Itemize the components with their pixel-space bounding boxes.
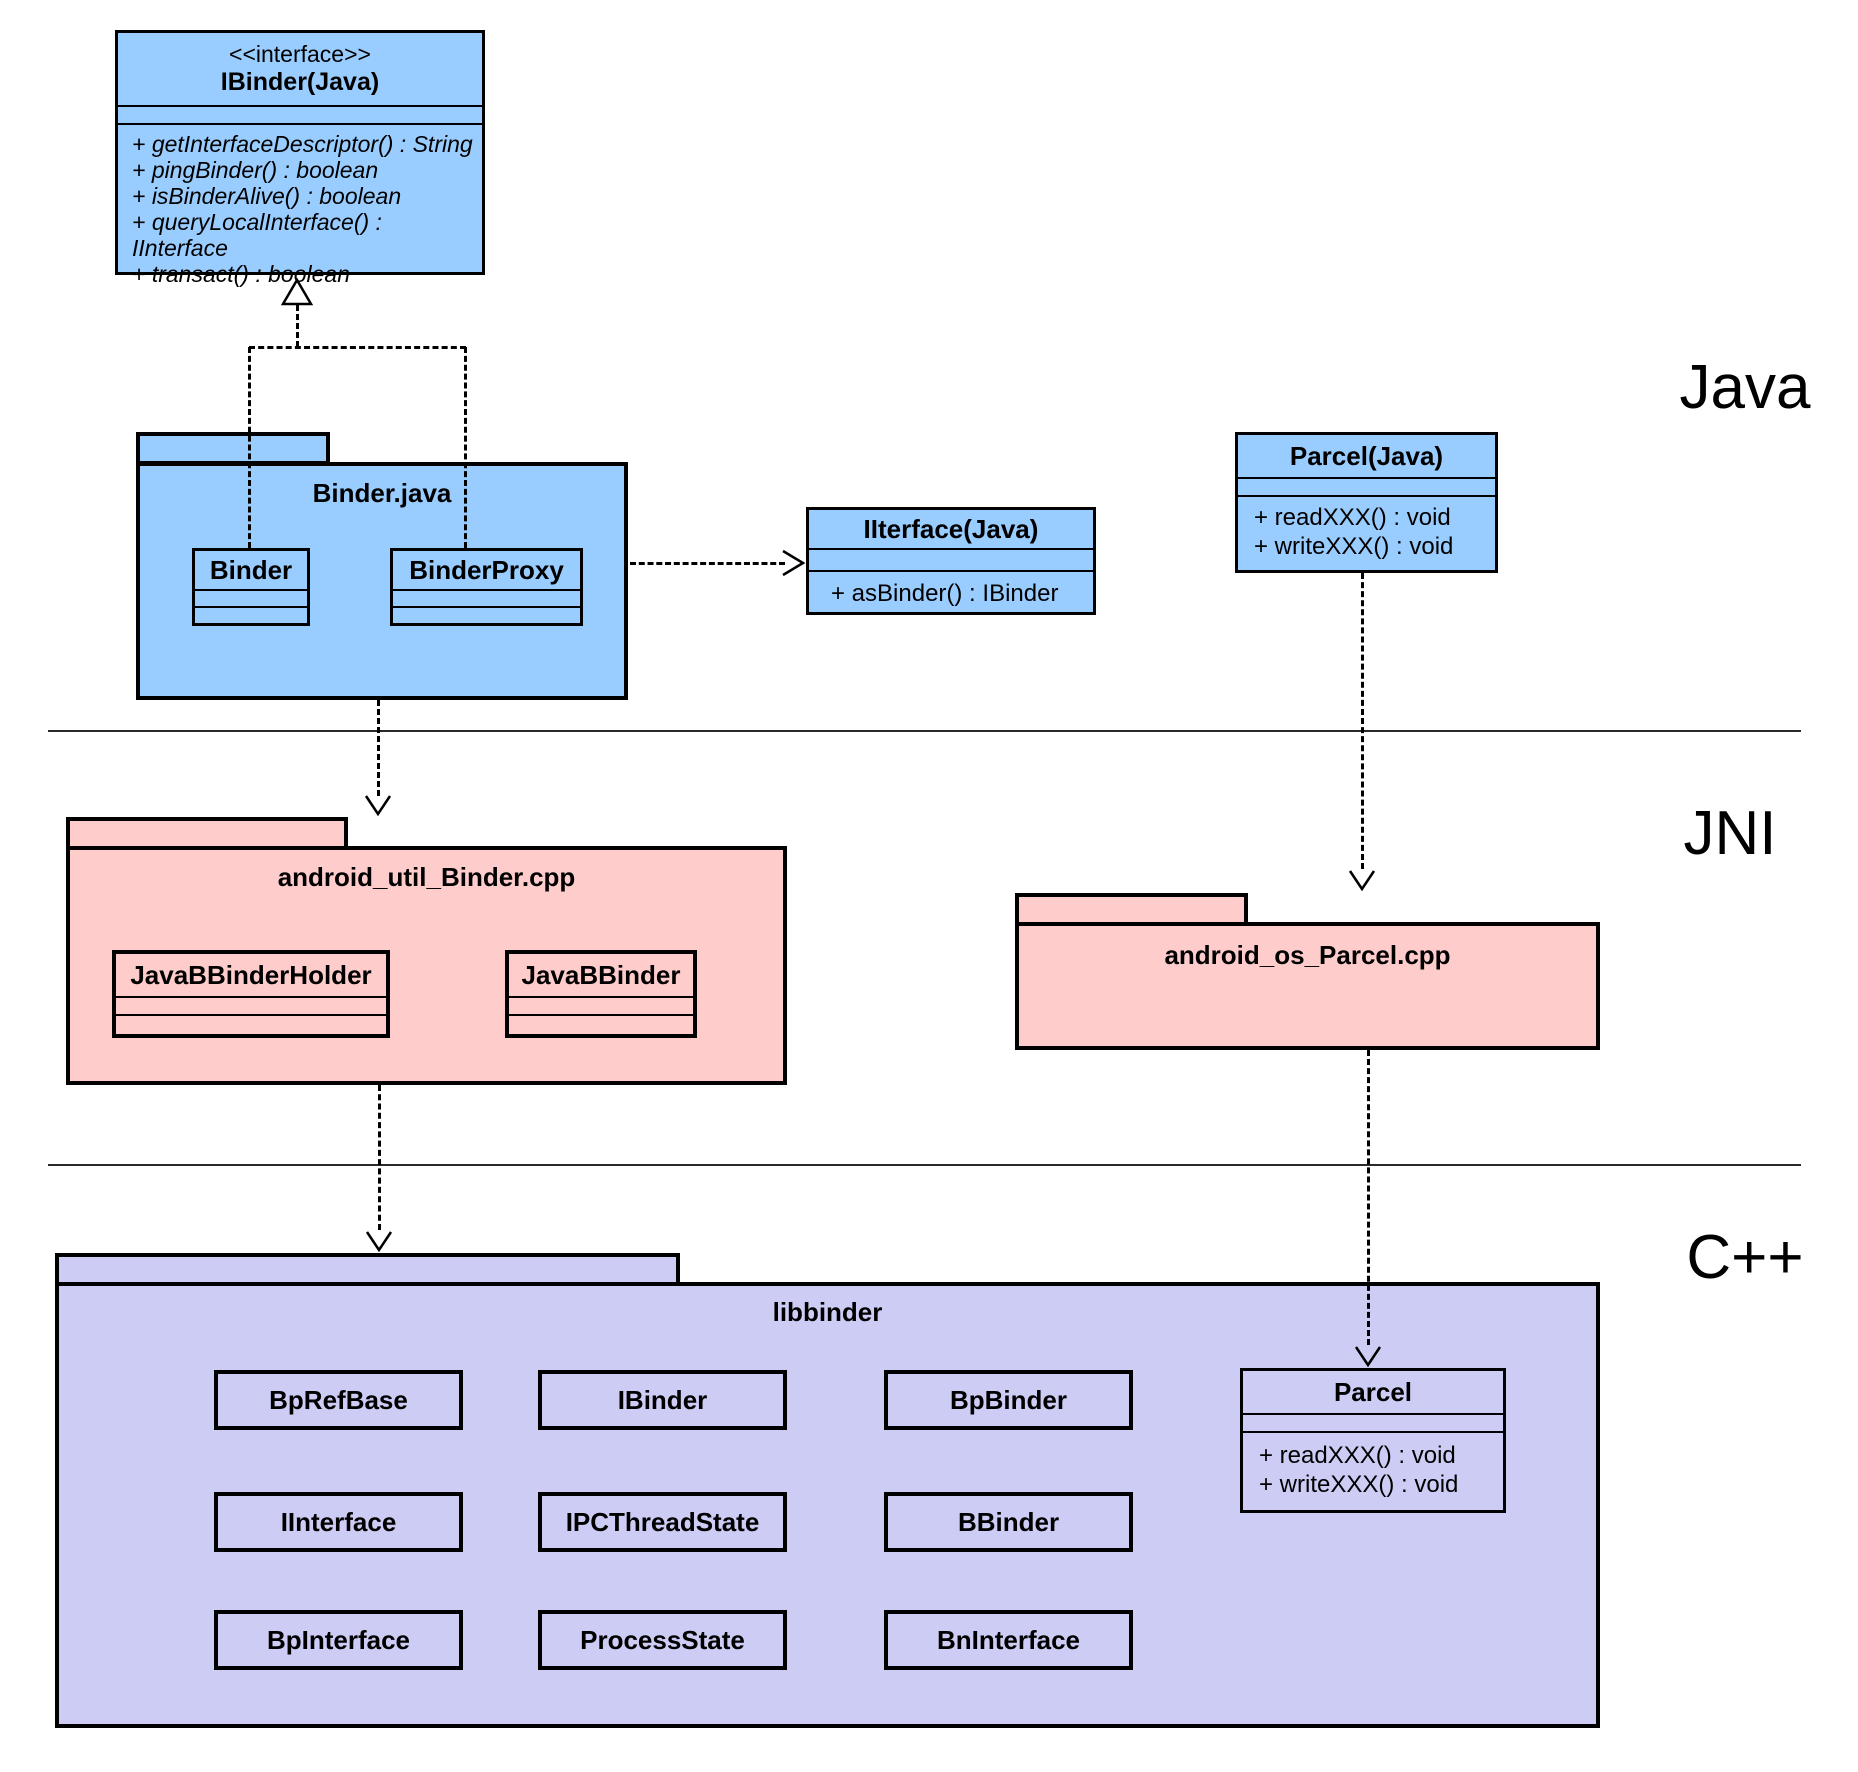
- iiterface-java-class: IIterface(Java) + asBinder() : IBinder: [806, 507, 1096, 615]
- ibinder-fields-compartment: [118, 105, 482, 125]
- class-name: BinderProxy: [409, 554, 564, 585]
- class-name: JavaBBinder: [521, 959, 681, 990]
- realization-line: [248, 347, 251, 548]
- realization-line: [249, 346, 466, 349]
- fields-compartment: [393, 589, 580, 606]
- method-item: + isBinderAlive() : boolean: [132, 183, 402, 209]
- android-util-binder-package-tab: [66, 817, 348, 850]
- dependency-line: [630, 562, 785, 565]
- ibinder-cpp-class: IBinder: [538, 1370, 787, 1430]
- bpbinder-class: BpBinder: [884, 1370, 1133, 1430]
- fields-compartment: [195, 589, 307, 606]
- dependency-arrowhead-down-icon: [1354, 1346, 1382, 1368]
- dependency-arrowhead-down-icon: [365, 1231, 393, 1253]
- method-item: + writeXXX() : void: [1259, 1471, 1459, 1498]
- java-jni-separator: [48, 730, 1801, 732]
- ibinder-java-interface-class: <<interface>> IBinder(Java) + getInterfa…: [115, 30, 485, 287]
- methods-compartment: + readXXX() : void + writeXXX() : void: [1243, 1433, 1503, 1499]
- javabbinderholder-class: JavaBBinderHolder: [112, 950, 390, 1038]
- binder-java-package-tab: [136, 432, 330, 465]
- class-name: IIterface(Java): [863, 513, 1039, 544]
- fields-compartment: [116, 996, 386, 1014]
- method-item: + transact() : boolean: [132, 261, 350, 287]
- fields-compartment: [809, 548, 1093, 572]
- method-item: + readXXX() : void: [1259, 1442, 1456, 1469]
- class-name: Parcel(Java): [1289, 440, 1444, 471]
- dependency-arrowhead-down-icon: [364, 795, 392, 817]
- dependency-line: [377, 700, 380, 796]
- binder-class: Binder: [192, 548, 310, 626]
- methods-compartment: [195, 606, 307, 623]
- methods-compartment: [393, 606, 580, 623]
- parcel-java-class: Parcel(Java) + readXXX() : void + writeX…: [1235, 432, 1498, 573]
- class-name: JavaBBinderHolder: [130, 959, 372, 990]
- processstate-class: ProcessState: [538, 1610, 787, 1670]
- package-title: Binder.java: [312, 478, 452, 508]
- methods-compartment: [509, 1014, 693, 1034]
- javabbinder-class: JavaBBinder: [505, 950, 697, 1038]
- method-item: + writeXXX() : void: [1254, 533, 1454, 560]
- dependency-arrowhead-down-icon: [1348, 870, 1376, 892]
- package-title: android_os_Parcel.cpp: [1164, 940, 1451, 970]
- dependency-line: [1361, 573, 1364, 869]
- class-name: Binder: [209, 554, 293, 585]
- jni-cpp-separator: [48, 1164, 1801, 1166]
- java-layer-label: Java: [1679, 353, 1811, 422]
- methods-compartment: + readXXX() : void + writeXXX() : void: [1238, 497, 1495, 561]
- interface-stereotype: <<interface>>: [229, 41, 371, 67]
- dependency-arrowhead-right-icon: [782, 549, 806, 577]
- iinterface-class: IInterface: [214, 1492, 463, 1552]
- bprefbase-class: BpRefBase: [214, 1370, 463, 1430]
- dependency-line: [1367, 1050, 1370, 1345]
- ibinder-title-compartment: <<interface>> IBinder(Java): [118, 33, 482, 97]
- realization-line: [464, 347, 467, 548]
- method-item: + getInterfaceDescriptor() : String: [132, 131, 473, 157]
- realization-triangle-icon: [280, 277, 314, 306]
- bninterface-class: BnInterface: [884, 1610, 1133, 1670]
- jni-layer-label: JNI: [1683, 799, 1777, 868]
- ibinder-methods-compartment: + getInterfaceDescriptor() : String + pi…: [118, 125, 482, 287]
- methods-compartment: [116, 1014, 386, 1034]
- fields-compartment: [1243, 1413, 1503, 1433]
- realization-line: [296, 305, 299, 347]
- ibinder-class-name: IBinder(Java): [220, 68, 380, 96]
- fields-compartment: [1238, 477, 1495, 497]
- cpp-layer-label: C++: [1686, 1223, 1804, 1292]
- method-item: + asBinder() : IBinder: [831, 580, 1059, 607]
- fields-compartment: [509, 996, 693, 1014]
- bpinterface-class: BpInterface: [214, 1610, 463, 1670]
- method-item: + queryLocalInterface() : IInterface: [132, 209, 382, 261]
- package-title: android_util_Binder.cpp: [277, 862, 576, 892]
- method-item: + readXXX() : void: [1254, 504, 1451, 531]
- android-os-parcel-package-tab: [1015, 893, 1248, 926]
- class-name: Parcel: [1333, 1376, 1413, 1407]
- method-item: + pingBinder() : boolean: [132, 157, 379, 183]
- binderproxy-class: BinderProxy: [390, 548, 583, 626]
- libbinder-package-tab: [55, 1253, 680, 1286]
- dependency-line: [378, 1085, 381, 1230]
- ipcthreadstate-class: IPCThreadState: [538, 1492, 787, 1552]
- bbinder-class: BBinder: [884, 1492, 1133, 1552]
- android-os-parcel-package: android_os_Parcel.cpp: [1015, 922, 1600, 1050]
- package-title: libbinder: [772, 1297, 883, 1327]
- parcel-cpp-class: Parcel + readXXX() : void + writeXXX() :…: [1240, 1368, 1506, 1513]
